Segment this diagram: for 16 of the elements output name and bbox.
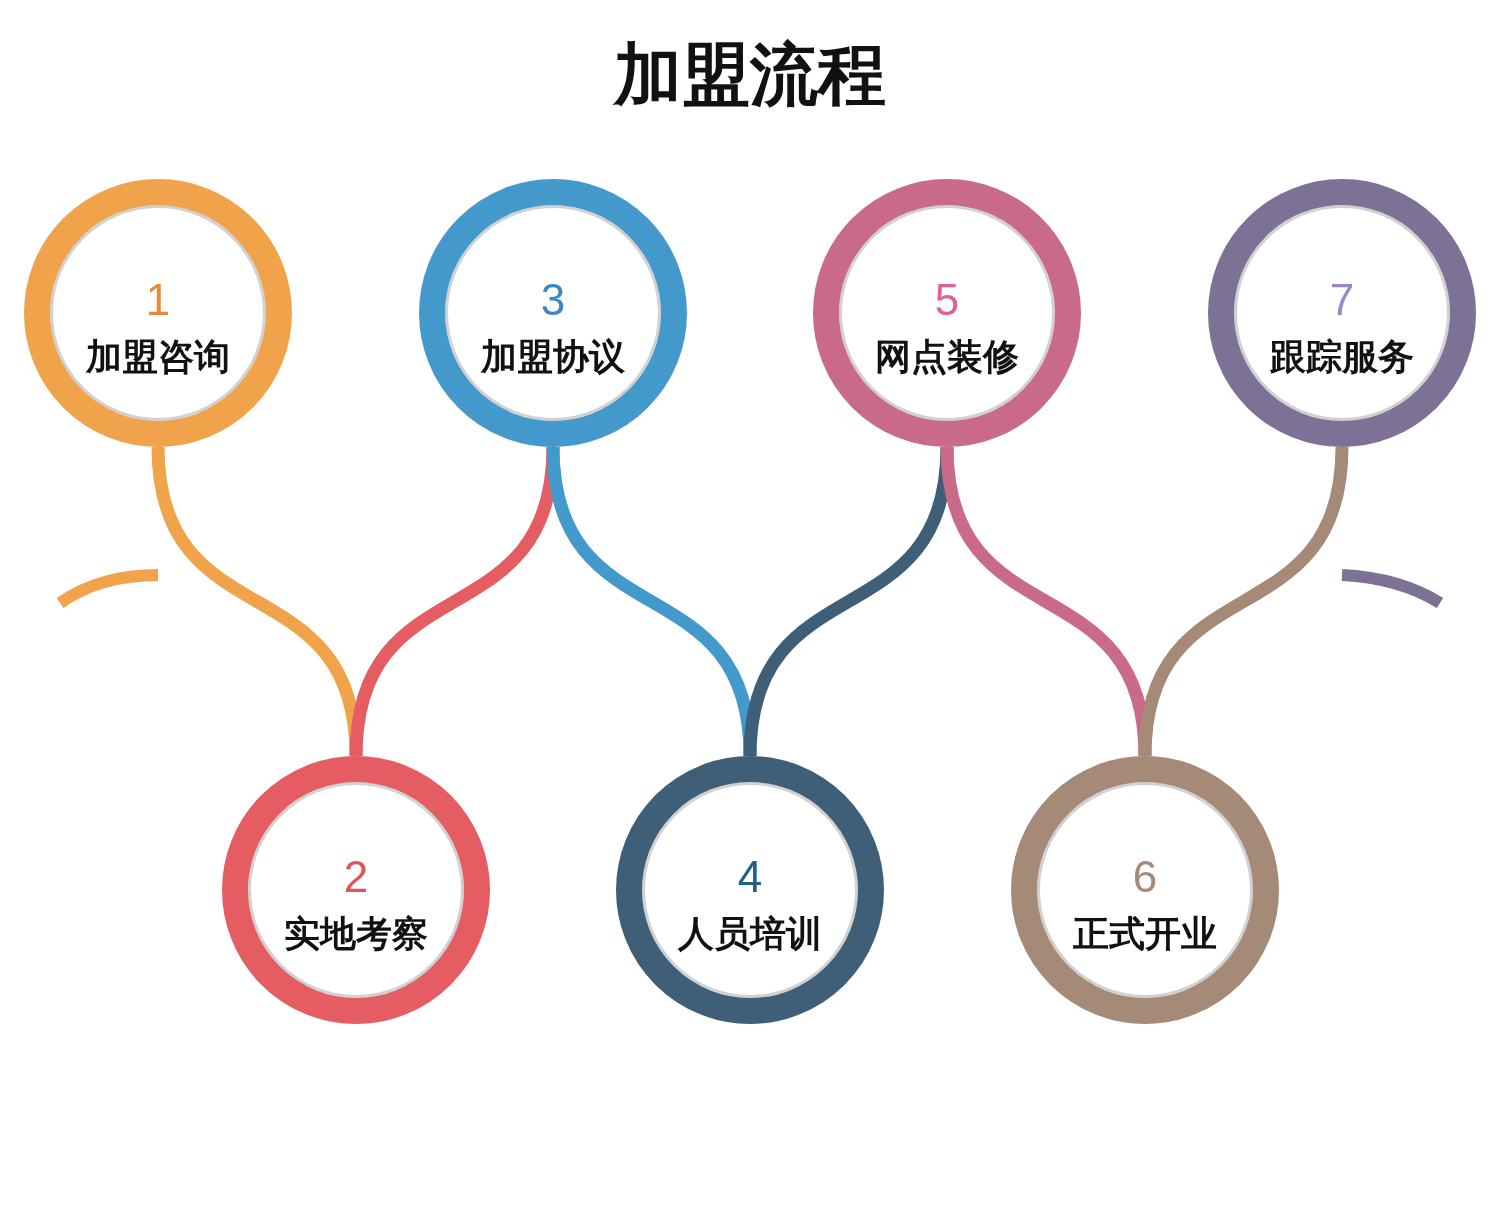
title: 加盟流程 (612, 35, 887, 114)
step-number: 7 (1328, 275, 1356, 325)
step-number: 4 (736, 852, 764, 902)
step-label: 人员培训 (677, 912, 823, 956)
connector-curve (1138, 446, 1349, 757)
step-label: 跟踪服务 (1269, 335, 1415, 379)
step-label: 加盟协议 (479, 335, 626, 379)
step-number: 3 (539, 275, 567, 325)
step-label: 加盟咨询 (84, 335, 231, 379)
step-number: 1 (144, 275, 172, 325)
step-label: 实地考察 (283, 912, 429, 956)
step-label: 网点装修 (874, 335, 1020, 379)
step-number: 2 (342, 852, 370, 902)
step-number: 6 (1131, 852, 1159, 902)
step-number: 5 (933, 275, 961, 325)
step-label: 正式开业 (1072, 912, 1218, 956)
